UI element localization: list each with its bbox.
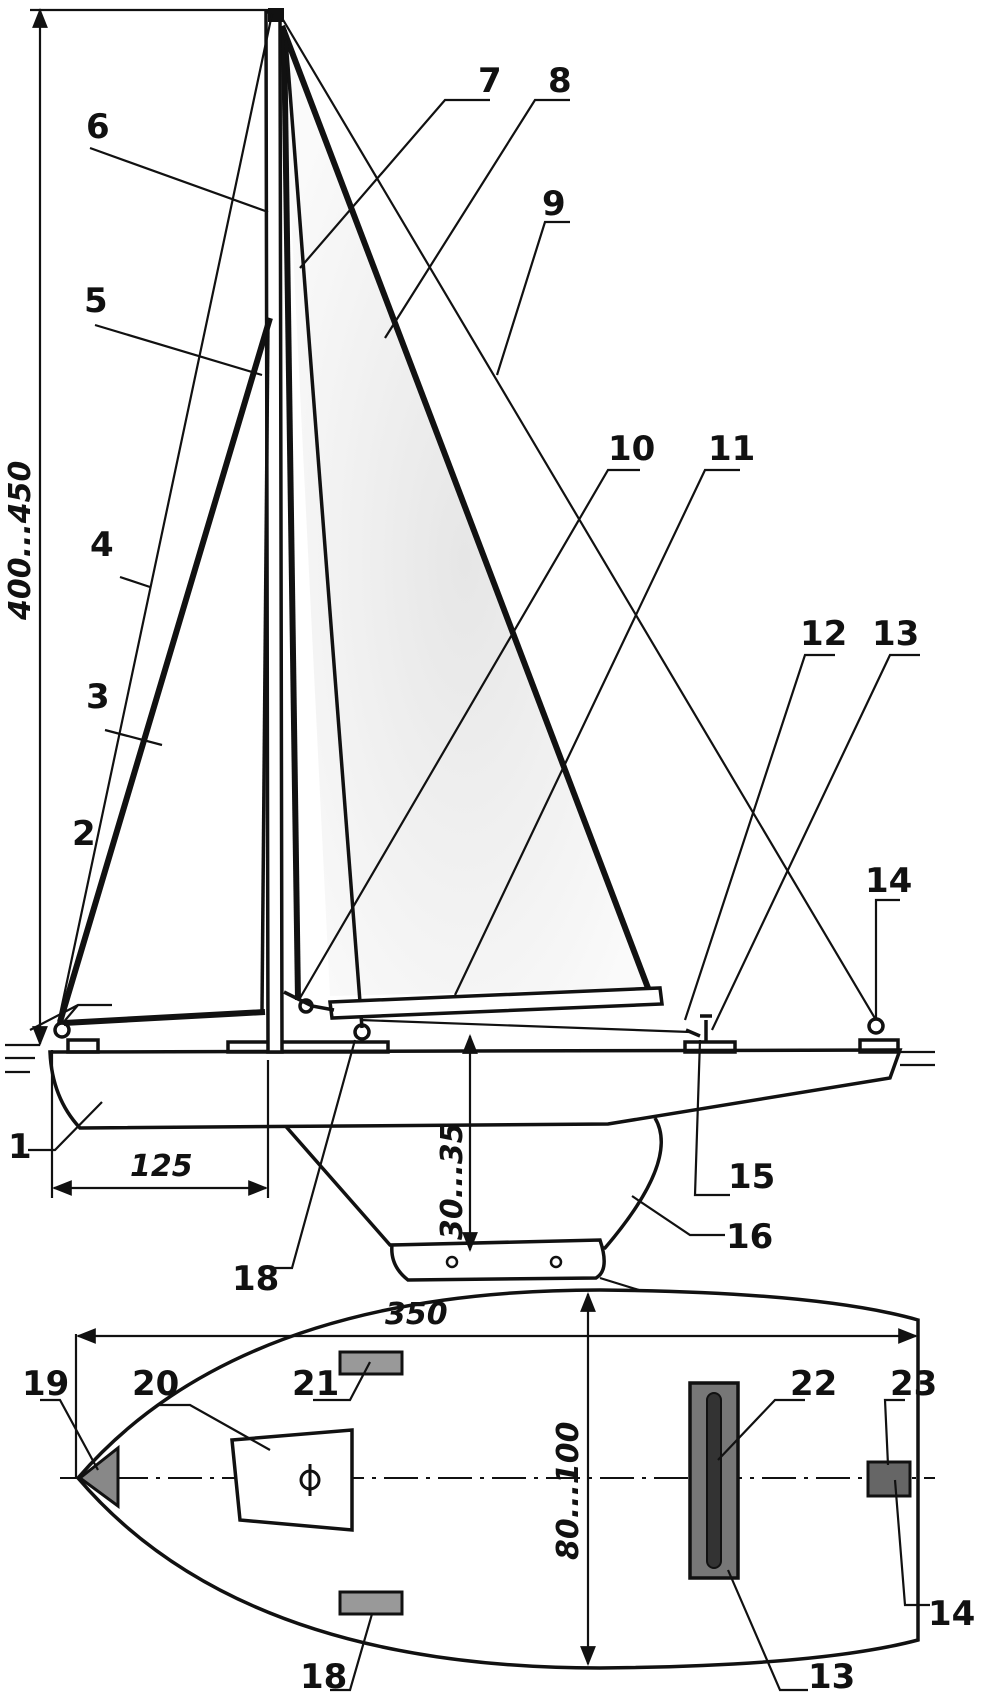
part-label-11: 11 xyxy=(708,429,755,469)
part-label-14-top: 14 xyxy=(928,1594,975,1634)
main-sheet xyxy=(359,1018,691,1034)
part-labels-top: 19 20 21 22 23 14 18 13 xyxy=(22,1364,975,1697)
keel-fin xyxy=(280,1117,663,1250)
part-label-15: 15 xyxy=(728,1157,775,1197)
side-fitting-21 xyxy=(338,1350,404,1376)
bow-eye xyxy=(53,1021,71,1039)
part-label-7: 7 xyxy=(478,61,502,101)
part-label-18: 18 xyxy=(232,1259,279,1299)
part-label-13-top: 13 xyxy=(808,1657,855,1697)
hull xyxy=(48,1048,903,1130)
top-view: 350 80...100 19 20 21 22 23 14 18 13 xyxy=(22,1288,975,1697)
part-label-5: 5 xyxy=(84,281,108,321)
part-label-13: 13 xyxy=(872,614,919,654)
leader-lines xyxy=(28,98,920,1314)
mast-step-plate xyxy=(230,1428,354,1532)
mainsail-leech xyxy=(279,24,651,990)
dim-ext xyxy=(74,1322,920,1478)
main-boom xyxy=(328,986,664,1020)
part-label-4: 4 xyxy=(90,525,114,565)
stern-fitting xyxy=(866,1460,912,1498)
jib-luff xyxy=(57,317,273,1023)
part-label-8: 8 xyxy=(548,61,572,101)
mast xyxy=(264,10,284,1054)
sheet-cleat xyxy=(685,1028,701,1038)
part-label-21: 21 xyxy=(292,1364,339,1404)
dim-hull-length: 350 xyxy=(385,1297,448,1332)
part-label-1: 1 xyxy=(8,1127,32,1167)
part-label-3: 3 xyxy=(86,677,110,717)
part-label-6: 6 xyxy=(86,107,110,147)
mainsail-luff xyxy=(281,29,301,1001)
ballast-bolt xyxy=(549,1255,563,1269)
dim-keel-depth: 30...35 xyxy=(435,1122,470,1240)
part-label-22: 22 xyxy=(790,1364,837,1404)
part-label-10: 10 xyxy=(608,429,655,469)
stern-eye xyxy=(867,1017,885,1035)
side-view: 400...450 125 30...35 xyxy=(3,8,935,1334)
part-label-2: 2 xyxy=(72,814,96,854)
part-label-12: 12 xyxy=(800,614,847,654)
side-fitting-18 xyxy=(338,1590,404,1616)
bow-fitting xyxy=(77,1444,120,1509)
cleat xyxy=(700,1014,712,1042)
part-label-20: 20 xyxy=(132,1364,179,1404)
deck-eye xyxy=(353,1023,371,1041)
part-label-23: 23 xyxy=(890,1364,937,1404)
ballast-bolt xyxy=(445,1255,459,1269)
keel-slot xyxy=(706,1392,722,1569)
part-label-16: 16 xyxy=(726,1217,773,1257)
inner-shroud xyxy=(284,39,364,1029)
deck-fitting xyxy=(858,1038,900,1054)
dim-hull-beam: 80...100 xyxy=(551,1421,586,1560)
deck-fitting xyxy=(66,1038,100,1054)
forestay xyxy=(56,13,274,1025)
part-label-14: 14 xyxy=(865,861,912,901)
keel-ballast xyxy=(390,1238,606,1282)
jib-leech xyxy=(260,321,270,1011)
dim-mast-height: 400...450 xyxy=(3,461,38,621)
part-label-18-top: 18 xyxy=(300,1657,347,1697)
dim-mast-offset: 125 xyxy=(130,1149,193,1184)
dim-ext xyxy=(50,1050,270,1198)
jib-boom xyxy=(63,1009,266,1026)
deck-fitting xyxy=(683,1040,737,1054)
part-label-19: 19 xyxy=(22,1364,69,1404)
deck-fitting xyxy=(226,1040,390,1054)
leader-lines-top xyxy=(40,1361,930,1692)
part-label-9: 9 xyxy=(542,184,566,224)
gooseneck-pin xyxy=(298,998,314,1014)
